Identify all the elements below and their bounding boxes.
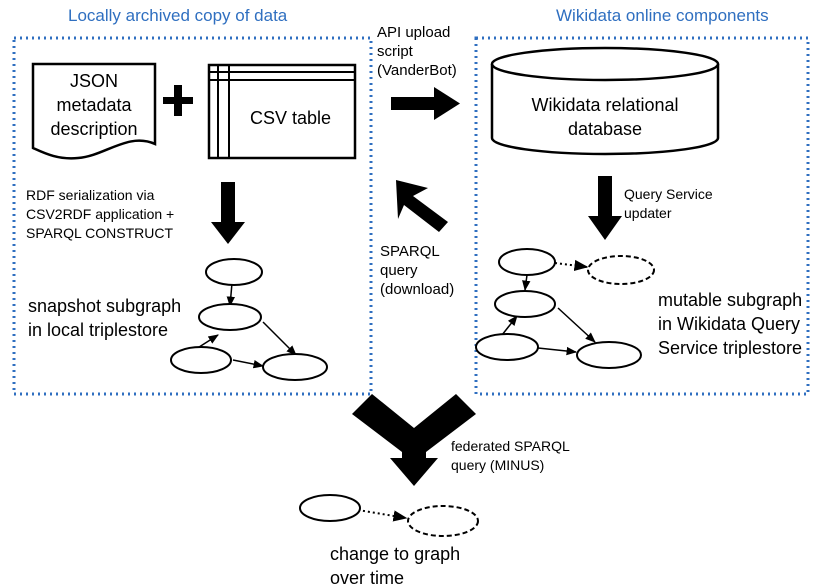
query-service-updater-arrow: [588, 176, 622, 240]
graph-node-new: [587, 255, 655, 285]
snapshot-graph: [170, 258, 328, 381]
graph-node: [299, 494, 361, 522]
upload-arrow: [391, 87, 460, 120]
graph-node-new: [407, 505, 479, 537]
api-upload-label: API upload script (VanderBot): [377, 24, 457, 79]
graph-node: [576, 341, 642, 369]
wikidata-panel: [474, 36, 810, 396]
download-arrow: [396, 180, 448, 232]
csv-table-shape: [207, 63, 357, 160]
json-metadata-label: JSON metadata description: [50, 71, 138, 139]
query-service-updater-label: Query Service updater: [624, 186, 713, 221]
graph-node: [198, 303, 262, 331]
change-over-time-label: change to graph over time: [330, 544, 461, 588]
sparql-download-label: SPARQL query (download): [380, 243, 455, 298]
change-graph: [299, 494, 479, 537]
federated-merge-arrow: [352, 394, 476, 486]
graph-node: [494, 290, 556, 318]
graph-node: [262, 353, 328, 381]
graph-node: [475, 333, 539, 361]
database-label: Wikidata relational database: [531, 95, 679, 139]
csv-table-label: CSV table: [250, 108, 332, 128]
graph-node: [498, 248, 556, 276]
local-archive-panel: [12, 36, 373, 396]
json-document-shape: [31, 62, 157, 160]
federated-query-label: federated SPARQL query (MINUS): [451, 438, 570, 473]
plus-sign: [163, 85, 193, 116]
wikidata-components-title: Wikidata online components: [556, 6, 769, 25]
mutable-graph: [475, 248, 655, 369]
rdf-serialization-label: RDF serialization via CSV2RDF applicatio…: [26, 187, 175, 241]
local-archive-title: Locally archived copy of data: [68, 6, 288, 25]
mutable-subgraph-label: mutable subgraph in Wikidata Query Servi…: [658, 290, 803, 358]
snapshot-subgraph-label: snapshot subgraph in local triplestore: [28, 296, 182, 340]
rdf-serialization-arrow: [211, 182, 245, 244]
graph-node: [205, 258, 263, 286]
graph-node: [170, 346, 232, 374]
wikidata-database-cylinder: [490, 46, 720, 156]
